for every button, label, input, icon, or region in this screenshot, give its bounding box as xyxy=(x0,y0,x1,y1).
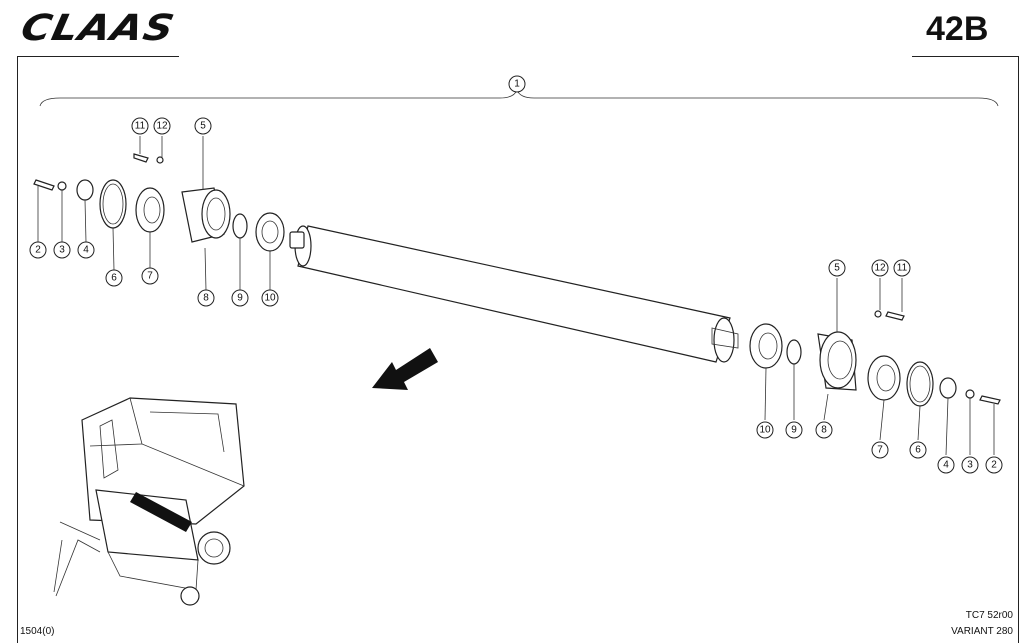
callout-right-5: 5 xyxy=(828,259,846,277)
header-rule-right xyxy=(912,56,1018,57)
callout-left-3: 3 xyxy=(53,241,71,259)
callout-right-6: 6 xyxy=(909,441,927,459)
drawing-code-right-2: VARIANT 280 xyxy=(951,626,1013,637)
svg-text:5: 5 xyxy=(200,121,206,132)
svg-text:12: 12 xyxy=(874,263,886,274)
svg-text:4: 4 xyxy=(83,245,89,256)
page-number: 42B xyxy=(926,10,989,48)
svg-text:7: 7 xyxy=(877,445,883,456)
callout-left-5: 5 xyxy=(194,117,212,135)
svg-text:10: 10 xyxy=(759,425,771,436)
svg-text:11: 11 xyxy=(135,121,146,132)
callout-left-8: 8 xyxy=(197,289,215,307)
callout-left-12: 12 xyxy=(153,117,171,135)
left-callouts: 2 3 4 6 7 8 9 10 11 12 5 xyxy=(29,117,279,307)
svg-text:12: 12 xyxy=(156,121,168,132)
svg-text:1: 1 xyxy=(514,79,520,90)
leader-lines xyxy=(37,136,995,456)
svg-text:2: 2 xyxy=(35,245,41,256)
callout-assembly: 1 xyxy=(508,75,526,93)
frame-left-border xyxy=(17,56,18,643)
svg-text:3: 3 xyxy=(967,460,973,471)
drawing-code-right-1: TC7 52r00 xyxy=(965,610,1013,621)
callout-right-7: 7 xyxy=(871,441,889,459)
svg-text:4: 4 xyxy=(943,460,949,471)
svg-text:11: 11 xyxy=(897,263,908,274)
svg-text:8: 8 xyxy=(821,425,827,436)
right-parts xyxy=(749,310,1001,407)
svg-text:8: 8 xyxy=(203,293,209,304)
drawing-code-left: 1504(0) xyxy=(20,626,55,637)
callout-right-2: 2 xyxy=(985,456,1003,474)
callout-left-4: 4 xyxy=(77,241,95,259)
right-callouts: 10 9 8 7 6 4 3 2 5 12 11 xyxy=(756,259,1003,474)
header-rule-left xyxy=(17,56,179,57)
svg-text:9: 9 xyxy=(791,425,797,436)
roller-tube xyxy=(289,225,739,363)
callout-left-10: 10 xyxy=(261,289,279,307)
assembly-bracket xyxy=(39,88,999,107)
svg-text:10: 10 xyxy=(264,293,276,304)
svg-text:2: 2 xyxy=(991,460,997,471)
callout-right-8: 8 xyxy=(815,421,833,439)
svg-text:6: 6 xyxy=(915,445,921,456)
callout-right-9: 9 xyxy=(785,421,803,439)
callout-right-4: 4 xyxy=(937,456,955,474)
left-parts xyxy=(33,153,285,252)
svg-text:6: 6 xyxy=(111,273,117,284)
callout-left-11: 11 xyxy=(131,117,149,135)
svg-text:3: 3 xyxy=(59,245,65,256)
callout-left-9: 9 xyxy=(231,289,249,307)
frame-right-border xyxy=(1018,56,1019,643)
svg-text:7: 7 xyxy=(147,271,153,282)
direction-arrow-icon xyxy=(372,348,438,390)
svg-text:9: 9 xyxy=(237,293,243,304)
baler-overview-illustration xyxy=(53,397,245,606)
callout-left-2: 2 xyxy=(29,241,47,259)
svg-text:5: 5 xyxy=(834,263,840,274)
callout-right-11: 11 xyxy=(893,259,911,277)
callout-right-10: 10 xyxy=(756,421,774,439)
callout-right-3: 3 xyxy=(961,456,979,474)
callout-left-6: 6 xyxy=(105,269,123,287)
callout-left-7: 7 xyxy=(141,267,159,285)
callout-right-12: 12 xyxy=(871,259,889,277)
